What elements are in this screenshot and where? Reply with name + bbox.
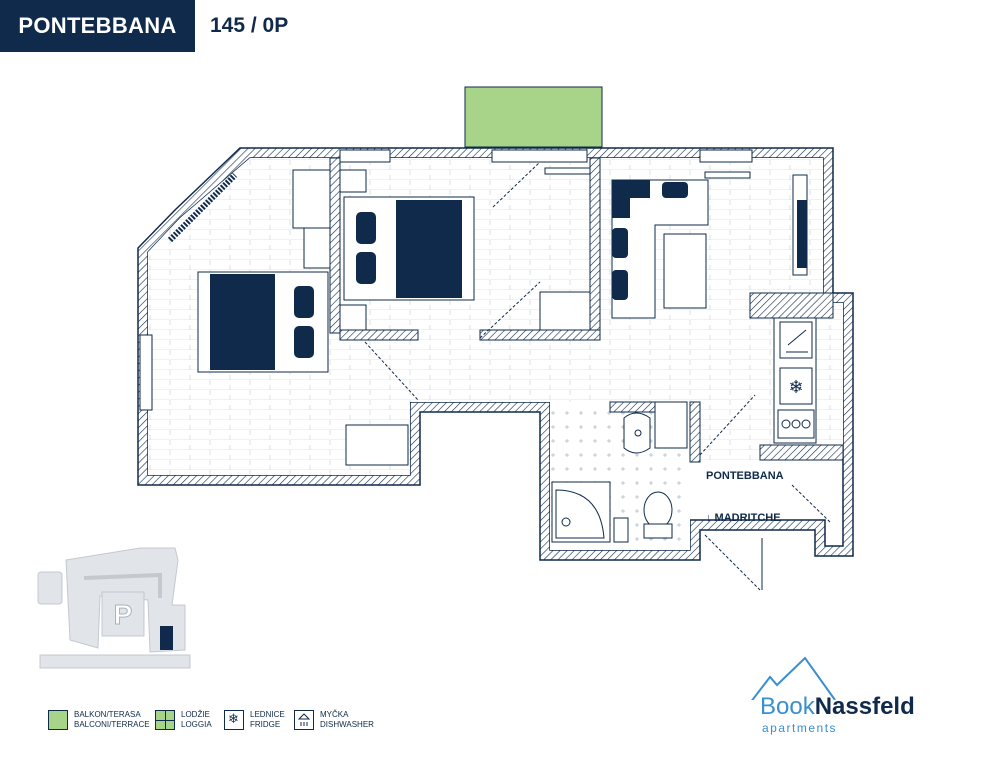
door-swing: [479, 281, 541, 339]
mountain-icon: [751, 656, 836, 700]
toilet: [643, 491, 673, 529]
dishwasher-icon: [294, 710, 314, 730]
balcony: [464, 86, 603, 148]
radiator: [544, 167, 591, 175]
door-swing: [699, 394, 756, 456]
fridge-icon: [779, 367, 813, 405]
interior-wall: [339, 329, 419, 341]
nightstand: [339, 304, 367, 331]
cooktop: [777, 409, 815, 439]
interior-wall: [589, 157, 601, 339]
nightstand: [339, 169, 367, 193]
radiator: [167, 172, 238, 243]
wardrobe: [292, 169, 331, 229]
legend-fridge: ❄ LEDNICE FRIDGE: [224, 710, 285, 730]
radiator: [704, 171, 751, 179]
wardrobe: [303, 227, 331, 269]
logo-word-book: Book: [760, 693, 815, 720]
coffee-table: [663, 233, 707, 309]
interior-wall: [759, 444, 844, 461]
washbasin: [623, 412, 651, 454]
legend-balcony: BALKON/TERASA BALCONI/TERRACE: [48, 710, 150, 730]
window: [139, 334, 153, 411]
sofa-cushion: [612, 228, 628, 258]
loggia-swatch: [155, 710, 175, 730]
door-swing: [704, 534, 761, 591]
unit-number: 145 / 0P: [210, 14, 289, 37]
balcony-swatch: [48, 710, 68, 730]
shower: [551, 481, 611, 543]
bed-blanket: [210, 274, 275, 370]
cabinet: [654, 401, 688, 449]
logo-word-nassfeld: Nassfeld: [814, 693, 915, 720]
bed-blanket: [396, 200, 462, 298]
unit-location-marker: [160, 626, 173, 650]
dishwasher-icon: [779, 321, 813, 359]
door-swing: [364, 341, 419, 401]
door-swing: [791, 484, 831, 523]
logo-subtitle: apartments: [762, 721, 838, 735]
sofa-cushion: [612, 270, 628, 300]
brand-logo: BookNassfeld apartments: [735, 655, 935, 735]
corner-sofa: [611, 179, 709, 319]
tv-icon: [797, 200, 807, 268]
door-swing: [492, 161, 541, 208]
cabinet: [345, 424, 409, 466]
entrance-label: PONTEBBANA: [706, 470, 784, 482]
pillow: [294, 326, 314, 358]
window: [339, 149, 391, 163]
sofa-cushion: [612, 180, 650, 218]
interior-wall: [329, 157, 341, 334]
interior-wall: [689, 401, 701, 463]
wardrobe: [539, 291, 591, 331]
legend-loggia: LODŽIE LOGGIA: [155, 710, 212, 730]
window: [699, 149, 753, 163]
property-name: PONTEBBANA: [0, 0, 195, 52]
sofa-cushion: [662, 182, 688, 198]
pillow: [294, 286, 314, 318]
site-key-plan: P: [37, 547, 191, 669]
snowflake-icon: ❄: [788, 377, 803, 398]
exit-direction-label: ↓ MADRITCHE: [706, 512, 781, 524]
pillow: [356, 212, 376, 244]
interior-wall: [609, 401, 656, 413]
window: [491, 149, 588, 163]
pillow: [356, 252, 376, 284]
interior-wall: [479, 329, 601, 341]
interior-wall: [749, 292, 834, 319]
parking-symbol: P: [114, 599, 133, 630]
snowflake-icon: ❄: [224, 710, 244, 730]
legend-dishwasher: MYČKA DISHWASHER: [294, 710, 374, 730]
bin: [613, 517, 629, 543]
